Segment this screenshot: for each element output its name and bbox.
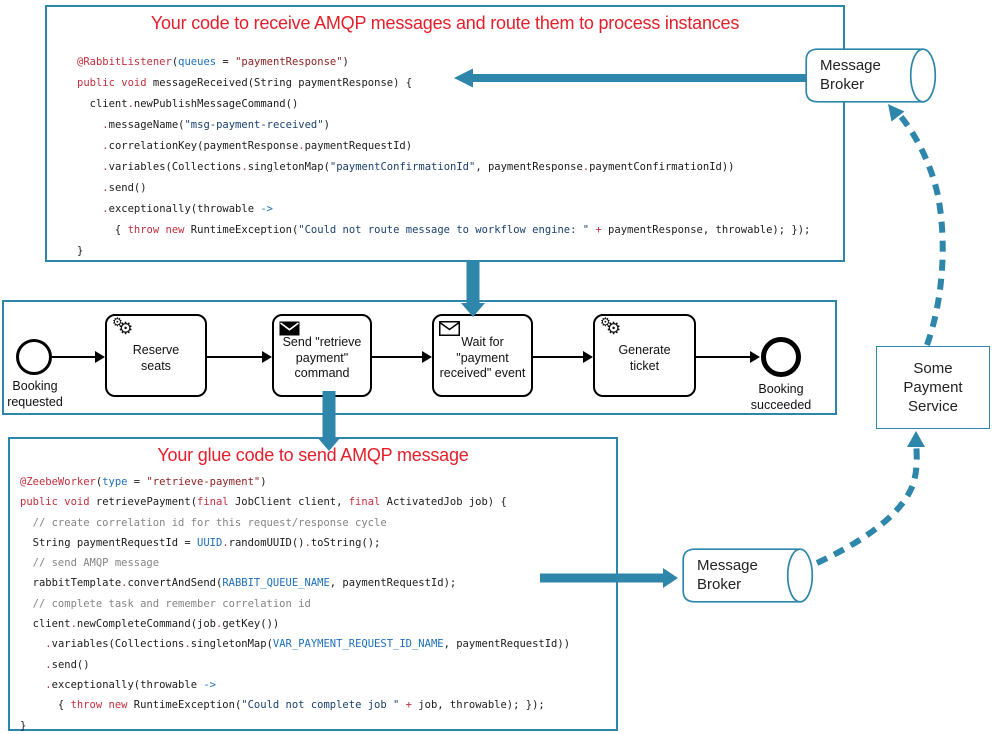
code-line: client.newPublishMessageCommand() [77,98,299,110]
glue-code-block: @ZeebeWorker(type = "retrieve-payment") p… [20,472,570,734]
code-line: @RabbitListener(queues = "paymentRespons… [77,56,349,68]
code-line: { throw new RuntimeException("Could not … [77,224,811,236]
code-line: // send AMQP message [20,557,160,570]
code-line: public void retrievePayment(final JobCli… [20,496,507,509]
bpmn-flow-line [207,356,262,358]
code-line: rabbitTemplate.convertAndSend(RABBIT_QUE… [20,577,457,590]
receive-code-block: @RabbitListener(queues = "paymentRespons… [77,52,810,262]
code-line: } [77,245,84,257]
code-line: // complete task and remember correlatio… [20,597,311,610]
code-line: @ZeebeWorker(type = "retrieve-payment") [20,476,267,488]
message-broker-cylinder [682,548,814,603]
bpmn-flow-line [52,356,96,358]
code-line: .exceptionally(throwable -> [45,678,216,691]
bpmn-flow-line [696,356,750,358]
code-line: .exceptionally(throwable -> [102,203,273,215]
code-line: public void messageReceived(String payme… [77,77,413,89]
bpmn-end-event [761,337,801,377]
receive-code-panel: Your code to receive AMQP messages and r… [45,5,845,262]
code-line: .send() [45,658,90,671]
bpmn-flow-arrowhead [262,351,272,363]
bpmn-flow-arrowhead [750,351,760,363]
message-broker-cylinder [805,48,937,103]
code-line: // create correlation id for this reques… [20,516,387,529]
code-line: String paymentRequestId = UUID.randomUUI… [20,536,381,549]
bpmn-flow-line [533,356,583,358]
bpmn-flow-line [372,356,422,358]
send-message-icon [279,321,300,341]
receive-message-icon [439,321,460,341]
code-line: .variables(Collections.singletonMap("pay… [102,161,735,173]
code-line: client.newCompleteCommand(job.getKey()) [20,618,280,631]
code-line: .send() [102,182,147,194]
dashed-arrow-payment-service-to-broker [888,104,946,347]
code-line: } [20,719,27,732]
bpmn-flow-arrowhead [583,351,593,363]
receive-code-title: Your code to receive AMQP messages and r… [150,13,740,33]
code-line: .messageName("msg-payment-received") [102,119,330,131]
code-line: { throw new RuntimeException("Could not … [20,699,545,712]
code-line: .variables(Collections.singletonMap(VAR_… [45,638,571,651]
glue-code-panel: Your glue code to send AMQP message @Zee… [8,437,618,734]
bpmn-flow-arrowhead [422,351,432,363]
glue-code-title: Your glue code to send AMQP message [157,445,469,465]
dashed-arrow-broker-to-payment-service [815,431,925,566]
code-line: .correlationKey(paymentResponse.paymentR… [102,140,413,152]
bpmn-start-event [16,339,52,375]
bpmn-flow-arrowhead [95,351,105,363]
